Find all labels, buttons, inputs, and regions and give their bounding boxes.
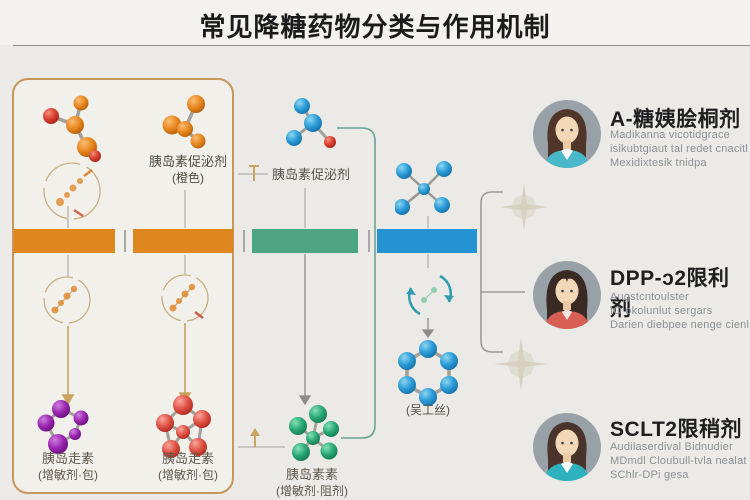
drug-class-desc: IO okolunlut sergars bbox=[610, 305, 713, 317]
blue-pathway-bar bbox=[377, 229, 477, 253]
label-line: 胰岛走素 bbox=[41, 451, 94, 466]
label-line: (增敏剂·阻剂) bbox=[276, 484, 348, 498]
header-divider bbox=[13, 45, 750, 46]
drug-class-desc: Madikanna vicotidgrace bbox=[610, 129, 730, 141]
orange-molecule-icon bbox=[43, 95, 101, 162]
recycle-arrows-icon bbox=[406, 274, 454, 316]
page-title: 常见降糖药物分类与作用机制 bbox=[199, 12, 551, 42]
orange-pathway-bar bbox=[14, 229, 115, 253]
drug-class-title: A-糖姨脍桐剂 bbox=[610, 108, 741, 131]
bar-divider bbox=[124, 230, 126, 252]
sparkle-icon bbox=[494, 337, 548, 391]
blue-x-molecule-icon bbox=[395, 161, 452, 215]
label-line: (橙色) bbox=[172, 171, 204, 185]
drug-class-desc: Audilaserdival Bidnudier bbox=[610, 441, 733, 453]
label-line: 胰岛走素 bbox=[161, 451, 214, 466]
up-arrow bbox=[250, 428, 260, 447]
drug-class-desc: SChlr-DPi gesa bbox=[610, 469, 689, 481]
drug-class-desc: Darien diebpee nenge cienl bbox=[610, 319, 750, 331]
orange-molecule-icon bbox=[162, 95, 206, 149]
down-arrow-gray bbox=[298, 254, 435, 406]
doctor-avatar bbox=[533, 100, 601, 168]
drug-class-desc: isikubtgiaut tal redet cnacitl bbox=[610, 143, 749, 155]
product-label: 胰岛走素 (增敏剂·包) bbox=[18, 450, 118, 484]
drug-class-desc: Mexidixtesik tnidpa bbox=[610, 157, 707, 169]
gray-bracket bbox=[480, 191, 503, 353]
label-line: (增敏剂·包) bbox=[158, 468, 218, 482]
purple-molecule-icon bbox=[37, 400, 89, 454]
drug-class-desc: MDmdl Cloubull-tvla nealat bbox=[610, 455, 747, 467]
drug-class-desc: Augstcntoulster bbox=[610, 291, 689, 303]
label-line: (增敏剂·包) bbox=[38, 468, 98, 482]
red-molecule-icon bbox=[156, 395, 211, 458]
drug-class-title: DPP-ɔ2限利剂 bbox=[610, 267, 730, 320]
hexagon-label: (吴工丝) bbox=[406, 403, 450, 417]
drug-class-title: SCLT2限稍剂 bbox=[610, 418, 742, 441]
teal-pathway-bar bbox=[252, 229, 358, 253]
receptor-sketch-icon bbox=[161, 274, 209, 322]
teal-bracket bbox=[337, 127, 376, 439]
down-arrow-tan bbox=[61, 323, 192, 406]
mid-secretagogue-label: 胰岛素促泌剂 bbox=[272, 167, 351, 182]
receptor-sketch-icon bbox=[43, 276, 91, 324]
label-line: 胰岛素促泌剂 bbox=[148, 154, 227, 169]
secretagogue-label: 胰岛素促泌剂 (橙色) bbox=[140, 153, 236, 187]
doctor-avatar bbox=[533, 413, 601, 481]
blue-molecule-icon bbox=[286, 98, 336, 148]
header-bar bbox=[0, 0, 750, 45]
label-line: 胰岛素素 bbox=[285, 467, 338, 482]
bar-divider bbox=[368, 230, 370, 252]
bar-divider bbox=[243, 230, 245, 252]
doctor-avatar bbox=[533, 261, 601, 329]
product-label: 胰岛走素 (增敏剂·包) bbox=[138, 450, 238, 484]
green-molecule-icon bbox=[289, 405, 339, 461]
orange-pathway-bar bbox=[133, 229, 233, 253]
inhibitor-t-marker bbox=[249, 165, 259, 181]
product-label: 胰岛素素 (增敏剂·阻剂) bbox=[262, 466, 362, 500]
sparkle-icon bbox=[500, 183, 548, 231]
blue-hexagon-molecule-icon bbox=[398, 340, 458, 406]
receptor-sketch-icon bbox=[43, 162, 101, 220]
